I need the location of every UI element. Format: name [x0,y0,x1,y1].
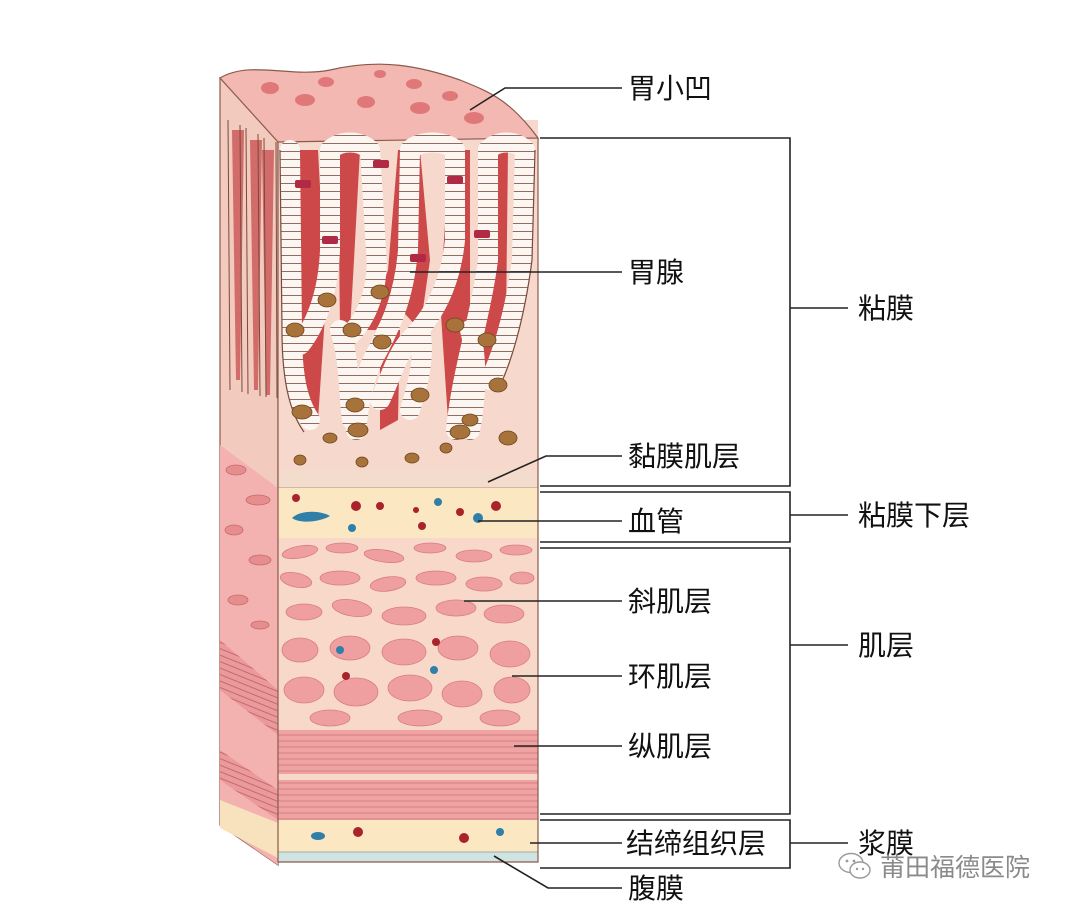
serosa-vessels [311,827,504,843]
label-connective-tissue: 结缔组织层 [626,827,766,860]
label-submucosa: 粘膜下层 [858,499,970,532]
watermark: 莆田福德医院 [838,846,1030,886]
label-gastric-pits: 胃小凹 [628,72,712,105]
wechat-icon [838,852,871,879]
label-gastric-glands: 胃腺 [628,256,684,289]
parietal-cells [295,160,490,262]
gastric-pit-surface [219,63,540,143]
label-oblique-muscle: 斜肌层 [628,585,712,618]
gastric-pits [261,70,484,124]
chief-cells [285,284,518,468]
label-longitudinal-muscle: 纵肌层 [628,730,712,763]
muscle-fibers [279,542,535,727]
brackets [540,137,848,869]
side-face [219,76,279,867]
front-face [219,63,540,863]
blood-vessels [292,494,501,532]
label-serosa: 浆膜 [858,827,914,860]
longitudinal-muscle-lower [278,780,538,820]
labels: 胃小凹 胃腺 黏膜肌层 血管 斜肌层 环肌层 纵肌层 结缔组织层 腹膜 粘膜 粘… [626,72,970,905]
watermark-text: 莆田福德医院 [880,853,1031,882]
muscularis-mucosae-band [278,470,538,488]
label-muscularis-mucosae: 黏膜肌层 [628,440,740,473]
muscle-vessels [336,638,440,680]
label-circular-muscle: 环肌层 [628,660,712,693]
label-muscularis: 肌层 [858,629,914,662]
leader-lines [410,87,622,889]
longitudinal-muscle-upper [278,730,538,774]
peritoneum-layer [277,851,539,863]
label-peritoneum: 腹膜 [628,872,684,905]
label-mucosa: 粘膜 [858,292,914,325]
label-blood-vessel: 血管 [628,505,684,538]
